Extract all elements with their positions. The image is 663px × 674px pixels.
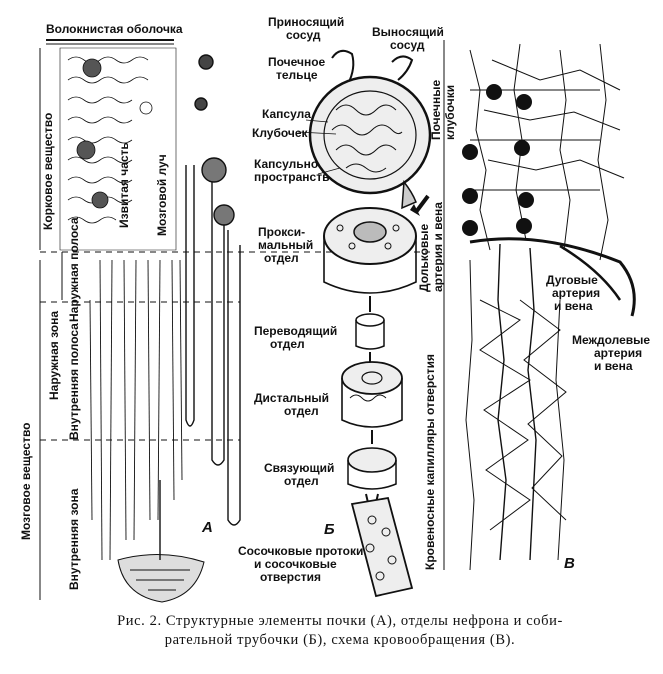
label-arcuate-2: артерия: [552, 286, 600, 300]
label-medullary-ray: Мозговой луч: [155, 154, 169, 236]
label-outer-zone: Наружная зона: [47, 311, 61, 400]
cortex-cell-mass: [59, 47, 177, 251]
label-lobular-2: артерия и вена: [431, 202, 445, 292]
arcuate-vessels: [465, 237, 636, 571]
label-capsular-space-1: Капсульное: [254, 157, 325, 171]
panel-a-letter: А: [201, 519, 213, 536]
caption-line-1: Рис. 2. Структурные элементы почки (А), …: [117, 613, 563, 629]
label-intermediate-1: Переводящий: [254, 324, 337, 338]
label-interlobar-3: и вена: [594, 359, 633, 373]
label-convoluted-part: Извитая часть: [117, 142, 131, 228]
figure-caption: Рис. 2. Структурные элементы почки (А), …: [40, 612, 640, 650]
label-distal-1: Дистальный: [254, 391, 329, 405]
panel-b-letter: Б: [324, 521, 335, 538]
label-fibrous-capsule: Волокнистая оболочка: [46, 22, 183, 36]
intermediate-tubule: [355, 313, 385, 364]
label-distal-2: отдел: [284, 404, 319, 418]
label-capsular-space-2: пространство: [254, 170, 337, 184]
label-papillary-3: отверстия: [260, 570, 321, 584]
label-cortex: Корковое вещество: [41, 113, 55, 230]
label-afferent-2: сосуд: [286, 28, 321, 42]
label-inner-zone: Внутренняя зона: [67, 488, 81, 590]
label-interlobar-1: Междолевые: [572, 333, 650, 347]
label-intermediate-2: отдел: [270, 337, 305, 351]
glomeruli-dots: [462, 84, 534, 236]
label-outer-stripe: Наружная полоса: [67, 217, 81, 322]
collecting-duct: [350, 496, 414, 598]
label-connecting-2: отдел: [284, 474, 319, 488]
label-efferent-1: Выносящий: [372, 25, 444, 39]
label-arcuate-3: и вена: [554, 299, 593, 313]
label-proximal-2: мальный: [258, 238, 313, 252]
distal-tubule: [341, 361, 403, 444]
renal-corpuscle: [297, 49, 432, 210]
label-glomeruli-1: Почечные: [429, 80, 443, 140]
label-inner-stripe: Внутренняя полоса: [67, 323, 81, 440]
arrow-head-proximal: [410, 204, 420, 216]
proximal-tubule: [323, 207, 417, 312]
nephron-loops: [185, 54, 241, 526]
label-interlobar-2: артерия: [594, 346, 642, 360]
arrow-to-proximal: [414, 194, 430, 214]
label-efferent-2: сосуд: [390, 38, 425, 52]
label-glomeruli-2: клубочки: [443, 85, 457, 140]
papilla: [117, 480, 205, 603]
label-papillary-1: Сосочковые протоки: [238, 544, 363, 558]
panel-a: Волокнистая оболочка Корковое вещество И…: [19, 22, 430, 603]
medulla-streaks: [89, 259, 183, 561]
label-proximal-3: отдел: [264, 251, 299, 265]
label-proximal-1: Прокси-: [258, 225, 305, 239]
panel-c-letter: В: [564, 555, 575, 572]
label-corpuscle-2: тельце: [276, 68, 318, 82]
label-capillaries: Кровеносные капилляры отверстия: [423, 354, 437, 570]
caption-line-2: рательной трубочки (Б), схема кровообращ…: [164, 632, 516, 648]
label-capsule: Капсула: [262, 107, 311, 121]
label-glomerulus: Клубочек: [252, 126, 309, 140]
label-connecting-1: Связующий: [264, 461, 334, 475]
label-medulla: Мозговое вещество: [19, 423, 33, 541]
label-afferent-1: Приносящий: [268, 15, 344, 29]
vascular-network: [469, 43, 625, 261]
label-lobular-1: Дольковые: [417, 223, 431, 292]
label-corpuscle-1: Почечное: [268, 55, 326, 69]
panel-c: Почечные клубочки Дольковые артерия и ве…: [417, 40, 650, 572]
label-papillary-2: и сосочковые: [254, 557, 337, 571]
panel-b: Приносящий сосуд Выносящий сосуд Почечно…: [238, 15, 444, 598]
label-arcuate-1: Дуговые: [546, 273, 598, 287]
